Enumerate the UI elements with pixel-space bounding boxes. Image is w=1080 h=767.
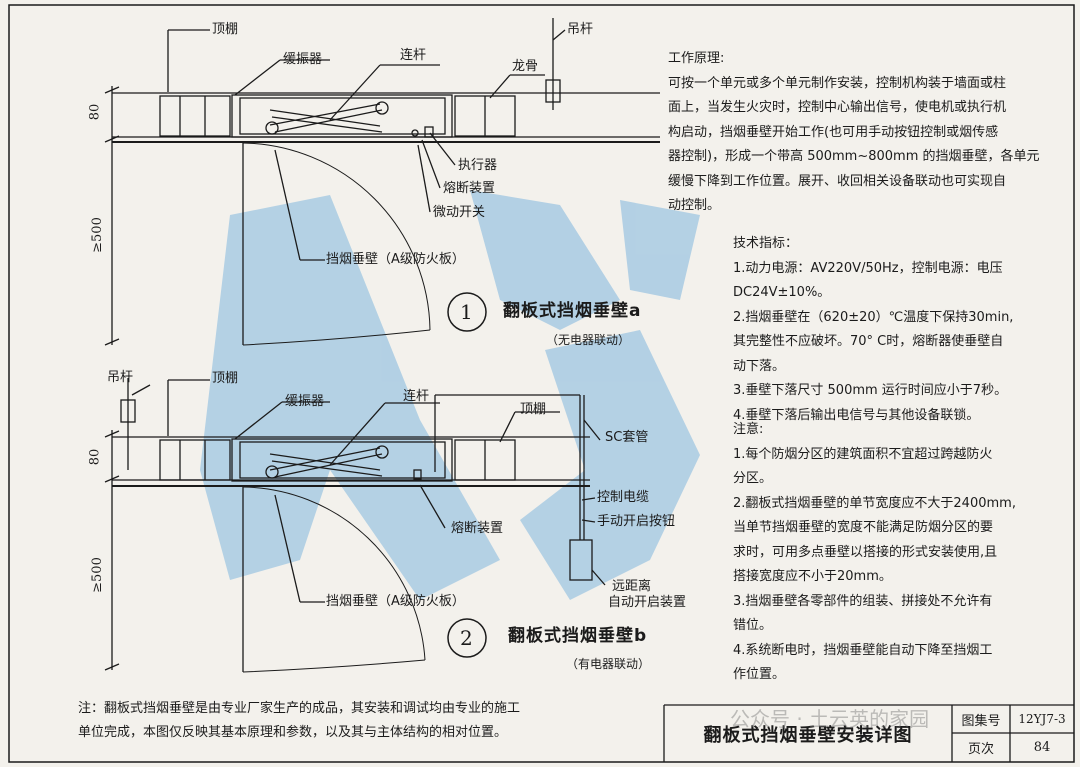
principle-line: 可按一个单元或多个单元制作安装，控制机构装于墙面或柱 bbox=[668, 75, 1007, 91]
label-link-rod-b: 连杆 bbox=[403, 389, 430, 404]
dim-top-b: 80 bbox=[87, 448, 103, 466]
notes-line: 求时，可用多点垂壁以搭接的形式安装使用,且 bbox=[733, 544, 998, 560]
label-damper-b: 缓振器 bbox=[285, 394, 325, 409]
notes-line: 4.系统断电时，挡烟垂壁能自动下降至挡烟工 bbox=[733, 642, 993, 658]
principle-section: 工作原理: 可按一个单元或多个单元制作安装，控制机构装于墙面或柱 面上，当发生火… bbox=[668, 47, 1040, 219]
label-actuator-a: 执行器 bbox=[458, 158, 498, 173]
detail-number-a: 1 bbox=[460, 300, 473, 324]
notes-line: 错位。 bbox=[733, 618, 773, 633]
label-micro-switch-a: 微动开关 bbox=[433, 205, 486, 220]
title-block-drawing-title: 翻板式挡烟垂壁安装详图 bbox=[703, 724, 913, 746]
specs-line: 动下落。 bbox=[733, 358, 786, 374]
notes-line: 2.翻板式挡烟垂壁的单节宽度应不大于2400mm, bbox=[733, 495, 1016, 511]
specs-line: DC24V±10%。 bbox=[733, 285, 831, 300]
specs-line: 2.挡烟垂壁在（620±20）℃温度下保持30min, bbox=[733, 309, 1014, 325]
footnote-line: 单位完成，本图仅反映其基本原理和参数，以及其与主体结构的相对位置。 bbox=[78, 725, 508, 740]
label-remote-line2-b: 自动开启装置 bbox=[608, 595, 687, 610]
detail-circle-b bbox=[447, 618, 487, 658]
footnote: 注：翻板式挡烟垂壁是由专业厂家生产的成品，其安装和调试均由专业的施工 单位完成，… bbox=[78, 697, 520, 745]
label-smoke-wall-b: 挡烟垂壁（A级防火板） bbox=[326, 594, 465, 609]
label-remote-line1-b: 远距离 bbox=[612, 579, 652, 594]
dim-top-a: 80 bbox=[87, 103, 103, 121]
label-ceiling-a: 顶棚 bbox=[212, 22, 239, 37]
principle-line: 器控制)，形成一个带高 500mm~800mm 的挡烟垂壁，各单元 bbox=[668, 149, 1040, 164]
principle-line: 动控制。 bbox=[668, 198, 721, 213]
drawing-subtitle-b: （有电器联动） bbox=[566, 657, 651, 671]
principle-line: 面上，当发生火灾时，控制中心输出信号，使电机或执行机 bbox=[668, 100, 1007, 115]
label-damper-a: 缓振器 bbox=[283, 52, 323, 67]
notes-line: 1.每个防烟分区的建筑面积不宜超过跨越防火 bbox=[733, 446, 993, 462]
label-hanger-b: 吊杆 bbox=[107, 370, 134, 385]
label-manual-button-b: 手动开启按钮 bbox=[597, 514, 676, 529]
notes-line: 当单节挡烟垂壁的宽度不能满足防烟分区的要 bbox=[733, 520, 994, 535]
detail-circle-a bbox=[447, 292, 487, 332]
label-hanger-a: 吊杆 bbox=[567, 22, 594, 37]
title-block-atlas-value: 12YJ7-3 bbox=[1018, 712, 1066, 726]
label-fuse-b: 熔断装置 bbox=[451, 521, 504, 536]
detail-number-b: 2 bbox=[460, 626, 473, 650]
title-block-page-label: 页次 bbox=[967, 742, 994, 757]
notes-section: 注意: 1.每个防烟分区的建筑面积不宜超过跨越防火 分区。 2.翻板式挡烟垂壁的… bbox=[733, 418, 1016, 688]
notes-heading: 注意: bbox=[733, 422, 764, 437]
label-ceiling-left-b: 顶棚 bbox=[212, 371, 239, 386]
title-block-page-value: 84 bbox=[1033, 740, 1051, 755]
label-ceiling-right-b: 顶棚 bbox=[520, 402, 547, 417]
principle-line: 缓慢下降到工作位置。展开、收回相关设备联动也可实现自 bbox=[668, 173, 1007, 189]
label-control-cable-b: 控制电缆 bbox=[597, 490, 650, 505]
principle-line: 构启动，挡烟垂壁开始工作(也可用手动按钮控制或烟传感 bbox=[668, 124, 999, 140]
watermark-logo bbox=[200, 190, 700, 600]
notes-line: 3.挡烟垂壁各零部件的组装、拼接处不允许有 bbox=[733, 593, 993, 609]
drawing-title-b: 翻板式挡烟垂壁b bbox=[508, 626, 648, 646]
label-smoke-wall-a: 挡烟垂壁（A级防火板） bbox=[326, 252, 465, 267]
specs-line: 1.动力电源：AV220V/50Hz，控制电源：电压 bbox=[733, 260, 1003, 276]
watermark-text: 公众号 · 土云英的家园 bbox=[730, 707, 930, 731]
dim-depth-a: ≥500 bbox=[89, 217, 105, 253]
notes-line: 分区。 bbox=[733, 471, 773, 486]
specs-heading: 技术指标： bbox=[733, 236, 799, 251]
specs-section: 技术指标： 1.动力电源：AV220V/50Hz，控制电源：电压 DC24V±1… bbox=[733, 232, 1013, 428]
notes-line: 搭接宽度应不小于20mm。 bbox=[733, 569, 892, 584]
label-sc-conduit-b: SC套管 bbox=[605, 430, 649, 445]
dim-depth-b: ≥500 bbox=[89, 557, 105, 593]
notes-line: 作位置。 bbox=[733, 667, 786, 682]
footnote-line: 注：翻板式挡烟垂壁是由专业厂家生产的成品，其安装和调试均由专业的施工 bbox=[78, 701, 521, 716]
specs-line: 4.垂壁下落后输出电信号与其他设备联锁。 bbox=[733, 407, 980, 423]
drawing-title-a: 翻板式挡烟垂壁a bbox=[503, 301, 642, 321]
title-block-atlas-label: 图集号 bbox=[961, 713, 1001, 729]
label-link-rod-a: 连杆 bbox=[400, 48, 427, 63]
specs-line: 3.垂壁下落尺寸 500mm 运行时间应小于7秒。 bbox=[733, 383, 1008, 398]
label-keel-a: 龙骨 bbox=[512, 59, 539, 74]
specs-line: 其完整性不应破坏。70° C时，熔断器使垂壁自 bbox=[733, 334, 1004, 349]
principle-heading: 工作原理: bbox=[668, 51, 725, 66]
label-fuse-a: 熔断装置 bbox=[443, 181, 496, 196]
drawing-subtitle-a: （无电器联动） bbox=[546, 333, 631, 347]
